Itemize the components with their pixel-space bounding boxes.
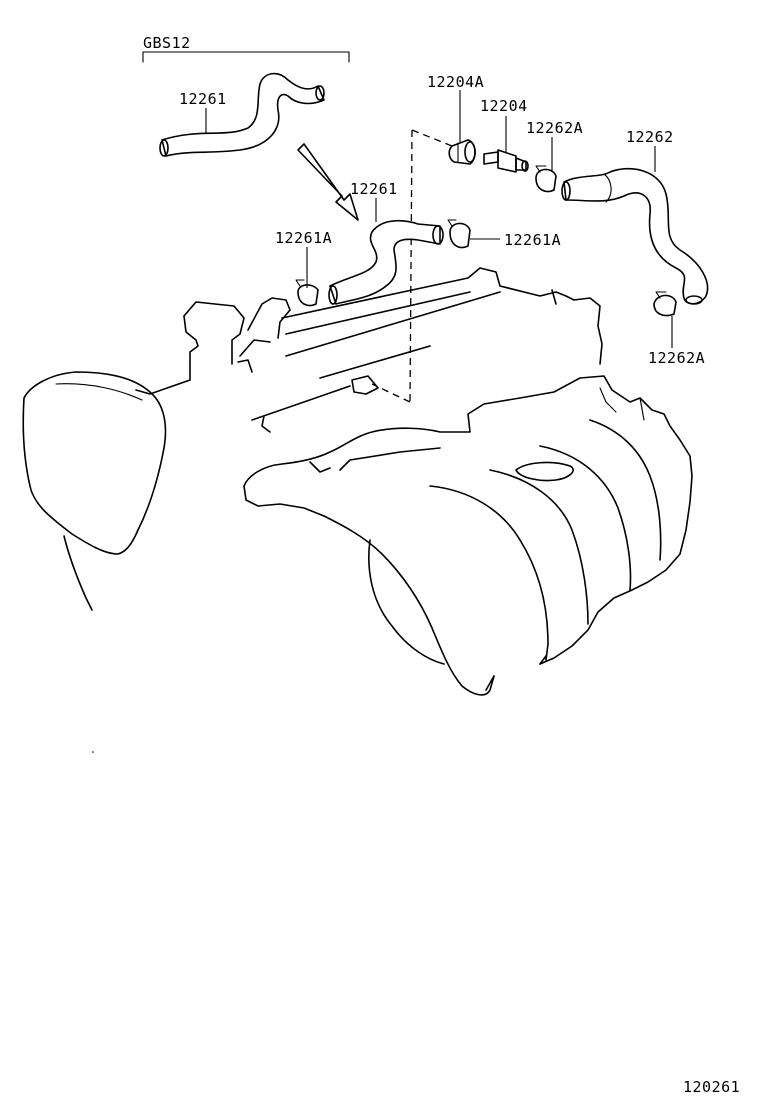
callout-clamp-12262A-upper: 12262A: [526, 119, 584, 137]
timing-cover: [22, 371, 167, 611]
callout-pcv-valve-12204: 12204: [480, 97, 528, 115]
cylinder-head-cover: [135, 267, 603, 433]
callout-clamp-12261A-left: 12261A: [275, 229, 333, 247]
clamp-12262A-lower: [653, 291, 677, 317]
hose-12261-installed: [328, 219, 444, 305]
clamp-12262A-upper: [535, 165, 557, 193]
callout-clamp-12261A-right: 12261A: [504, 231, 562, 249]
leader-lines: [205, 90, 673, 348]
hose-12261-detail: [159, 72, 325, 157]
direction-arrow: [297, 143, 359, 221]
callout-hose-12261-installed: 12261: [350, 180, 398, 198]
page-reference-number: 120261: [683, 1078, 741, 1096]
clamp-12261A-left: [295, 279, 319, 307]
intake-manifold: [243, 375, 693, 696]
grommet-12204A: [448, 139, 476, 165]
callout-clamp-12262A-lower: 12262A: [648, 349, 706, 367]
detail-bracket: [142, 51, 350, 63]
pcv-valve-12204: [483, 149, 529, 173]
hose-12262: [561, 167, 709, 305]
clamp-12261A-right: [447, 219, 471, 249]
callout-grommet-12204A: 12204A: [427, 73, 485, 91]
group-code-label: GBS12: [143, 34, 191, 52]
callout-hose-12262: 12262: [626, 128, 674, 146]
routing-dashes: [371, 129, 453, 403]
callout-hose-12261-detail: 12261: [179, 90, 227, 108]
